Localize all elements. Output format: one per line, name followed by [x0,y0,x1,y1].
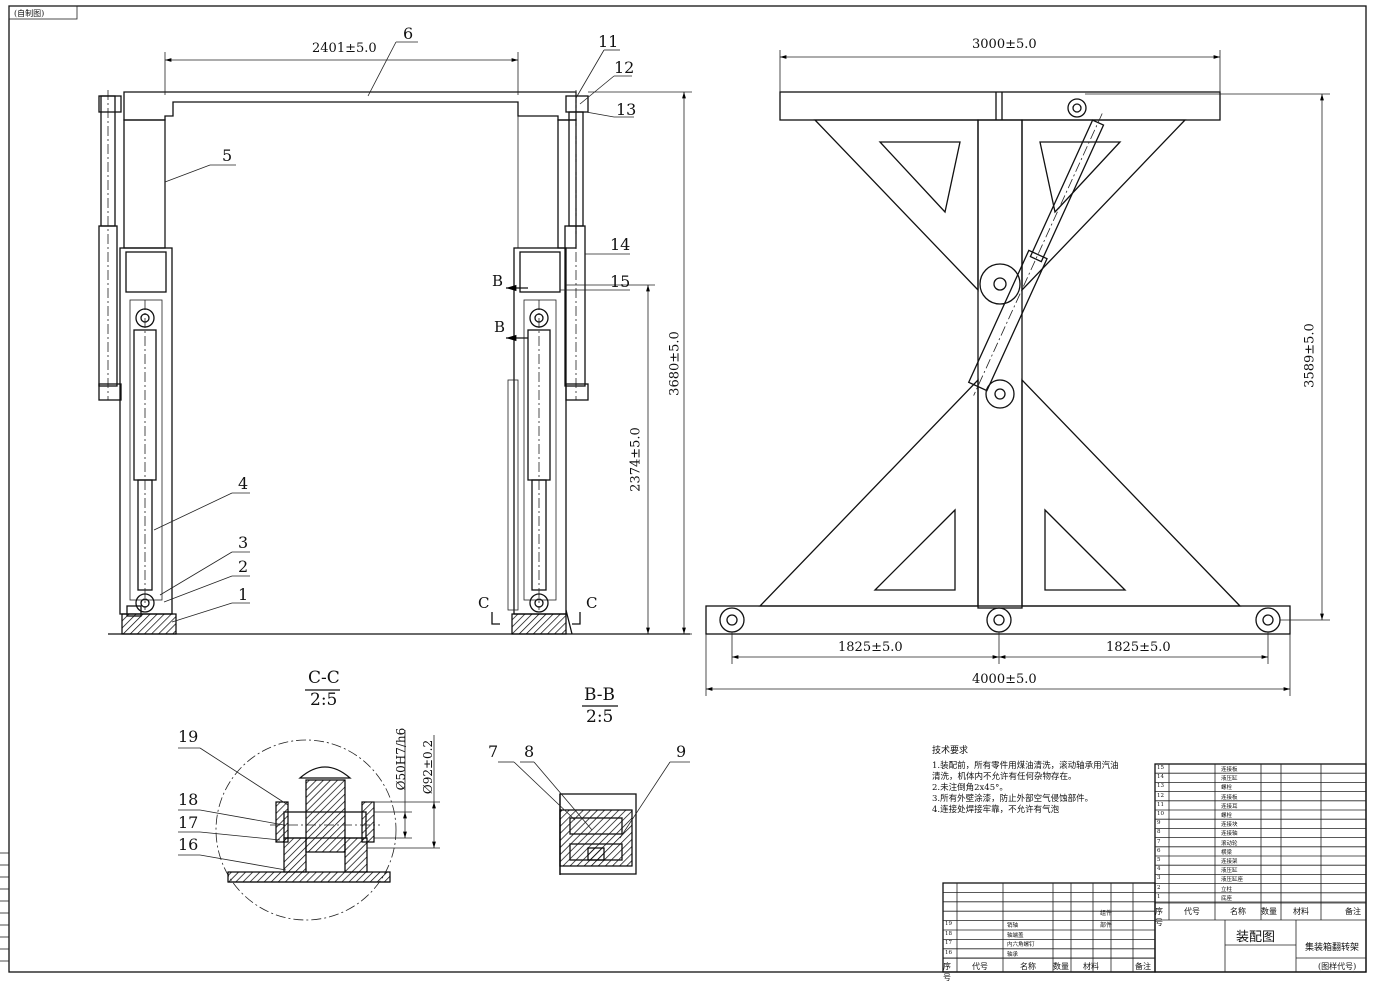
frame-tag-box [8,5,78,20]
drawing-border [8,5,1367,973]
section-bb [498,705,690,875]
front-view [98,41,692,635]
frame-tag: (自制图) [14,8,44,18]
side-view [705,50,1330,696]
section-cc [178,689,440,921]
title-block [942,763,1367,973]
binding-marks [0,852,9,962]
